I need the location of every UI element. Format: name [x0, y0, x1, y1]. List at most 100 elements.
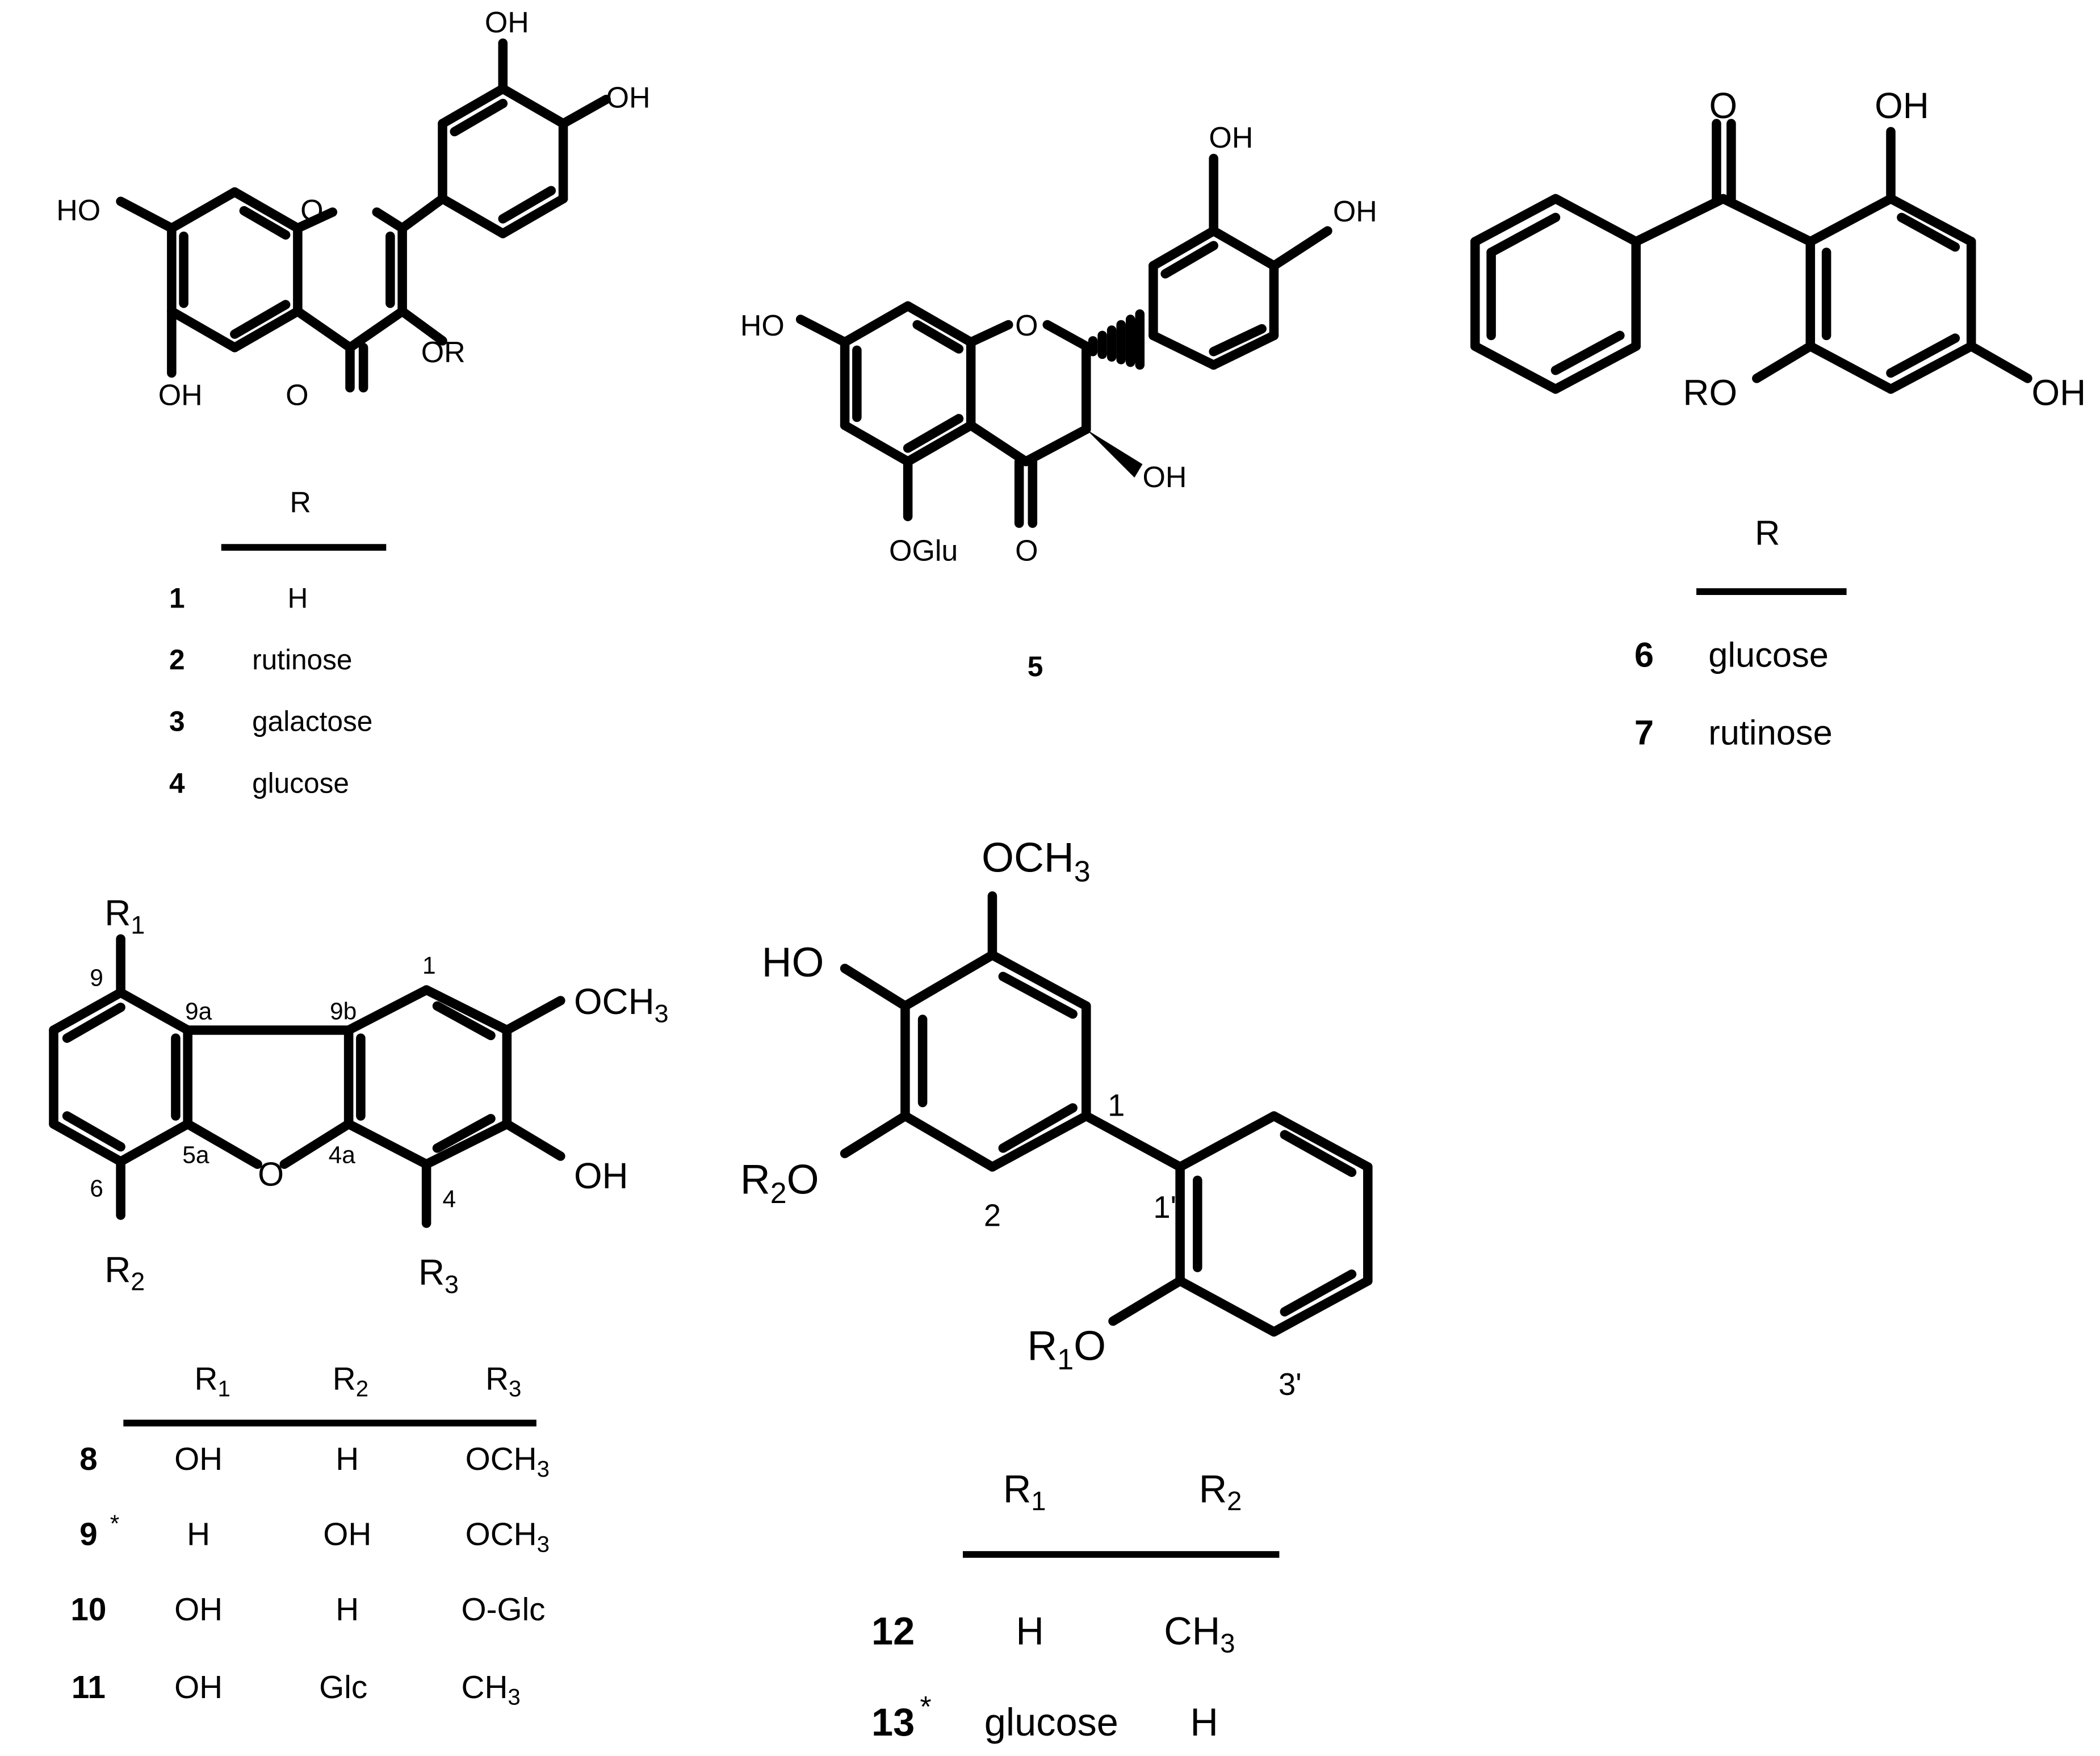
table-header-r2: R2 — [333, 1361, 368, 1401]
structure-biphenyl-12-13: OCH3 HO R2O R1O 1 2 1' 3' R1 R2 12 H CH3… — [740, 835, 1373, 1744]
atom-oh-top: OH — [1875, 85, 1929, 126]
atom-o-carbonyl: O — [1015, 535, 1038, 568]
position-label: 4a — [329, 1142, 356, 1168]
compound-number: 2 — [169, 644, 185, 676]
structure-dibenzofuran-8-11: R1 OCH3 OH O R2 R3 1 9 9a 9b 5a 4a 6 4 R… — [49, 892, 669, 1710]
atom-r2o: R2O — [740, 1156, 819, 1210]
position-label: 5a — [182, 1142, 209, 1168]
bond-lines — [49, 934, 565, 1228]
r2-value: H — [336, 1592, 359, 1628]
r3-value: OCH3 — [466, 1516, 550, 1557]
position-label: 9b — [330, 999, 357, 1025]
r-value: glucose — [252, 767, 349, 799]
compound-number: 7 — [1634, 713, 1654, 752]
atom-oh: OH — [574, 1155, 628, 1196]
atom-r3: R3 — [418, 1252, 459, 1298]
r1-value: H — [187, 1516, 210, 1552]
atom-oh-c3: OH — [1142, 461, 1187, 494]
position-label: 6 — [90, 1175, 103, 1202]
table-header-r2: R2 — [1199, 1467, 1242, 1516]
bond-lines — [795, 153, 1332, 528]
r2-value: OH — [323, 1516, 371, 1552]
compound-number: 4 — [169, 767, 185, 799]
atom-oglu: OGlu — [889, 535, 958, 568]
position-label: 3' — [1279, 1367, 1302, 1402]
compound-number: 9 — [79, 1516, 98, 1552]
r3-value: OCH3 — [466, 1441, 550, 1482]
table-header-r: R — [1755, 513, 1780, 552]
atom-och3: OCH3 — [574, 981, 669, 1028]
footnote-mark: * — [110, 1511, 120, 1537]
atom-r1o: R1O — [1027, 1323, 1106, 1377]
r2-value: H — [336, 1441, 359, 1477]
r1-value: glucose — [984, 1700, 1118, 1744]
position-label: 1' — [1153, 1190, 1176, 1225]
atom-ho-left: HO — [740, 309, 785, 342]
r1-value: OH — [174, 1592, 223, 1628]
compound-number: 3 — [169, 706, 185, 737]
r2-value: CH3 — [1164, 1609, 1235, 1658]
structure-flavanonol-5: OH OH HO O OH OGlu O 5 — [740, 121, 1377, 682]
r-value: galactose — [252, 706, 372, 737]
atom-oh-right: OH — [1333, 195, 1377, 228]
bond-lines — [1470, 119, 2032, 394]
table-header-r1: R1 — [195, 1361, 230, 1401]
atom-oh-right: OH — [2032, 372, 2086, 413]
atom-r2: R2 — [104, 1250, 145, 1296]
r-value: H — [287, 582, 308, 614]
atom-o-carbonyl: O — [286, 379, 308, 412]
atom-r1: R1 — [104, 892, 145, 939]
atom-o-ring: O — [300, 194, 323, 227]
r-value: rutinose — [1708, 713, 1832, 752]
atom-oh-right: OH — [606, 81, 651, 114]
r1-value: H — [1016, 1609, 1043, 1653]
r-value: rutinose — [252, 644, 352, 676]
compound-number: 8 — [79, 1441, 98, 1477]
position-label: 1 — [1108, 1088, 1125, 1123]
table-header-r1: R1 — [1003, 1467, 1046, 1516]
structure-benzophenone-6-7: O OH RO OH R 6 glucose 7 rutinose — [1470, 85, 2086, 752]
compound-number: 6 — [1634, 635, 1654, 674]
compound-number: 11 — [72, 1670, 106, 1705]
substituent-table-8-11: R1 R2 R3 8 OH H OCH3 9 * H OH OCH3 10 OH… — [70, 1361, 550, 1709]
position-label: 9a — [185, 999, 212, 1025]
position-label: 9 — [90, 965, 103, 992]
atom-ro: RO — [1683, 372, 1737, 413]
table-header-r3: R3 — [485, 1361, 521, 1401]
atom-oh-bottom: OH — [158, 379, 203, 412]
compound-number: 13 — [871, 1700, 915, 1744]
r1-value: OH — [174, 1441, 223, 1477]
atom-o-ring: O — [1015, 309, 1038, 342]
position-label: 2 — [984, 1198, 1001, 1233]
r-value: glucose — [1708, 635, 1829, 674]
r1-value: OH — [174, 1670, 223, 1705]
compound-number: 12 — [871, 1609, 915, 1653]
r2-value: H — [1190, 1700, 1218, 1744]
bond-lines — [116, 38, 611, 393]
table-header-r: R — [290, 487, 311, 519]
position-label: 1 — [422, 953, 436, 979]
substituent-table-12-13: R1 R2 12 H CH3 13 * glucose H — [871, 1467, 1280, 1744]
atom-o-carbonyl: O — [1709, 85, 1737, 126]
substituent-table-6-7: R 6 glucose 7 rutinose — [1634, 513, 1847, 752]
atom-ho-left: HO — [56, 194, 100, 227]
footnote-mark: * — [920, 1691, 931, 1724]
atom-o-ring: O — [258, 1155, 284, 1193]
position-label: 4 — [442, 1186, 456, 1213]
atom-ho: HO — [762, 939, 824, 986]
r2-value: Glc — [319, 1670, 367, 1705]
compound-number: 1 — [169, 582, 185, 614]
substituent-table-1-4: R 1 H 2 rutinose 3 galactose 4 glucose — [169, 487, 387, 799]
bond-lines — [840, 891, 1373, 1337]
atom-oh-top: OH — [485, 6, 529, 39]
atom-or: OR — [421, 336, 466, 369]
structure-flavonol-1-4: OH OH HO O OR OH O R 1 H 2 rutinose 3 ga… — [56, 6, 650, 799]
atom-oh-top: OH — [1209, 121, 1253, 154]
compound-number: 10 — [70, 1592, 106, 1628]
atom-och3: OCH3 — [982, 835, 1091, 889]
r3-value: O-Glc — [462, 1592, 546, 1628]
compound-number: 5 — [1028, 651, 1043, 682]
r3-value: CH3 — [462, 1670, 521, 1710]
